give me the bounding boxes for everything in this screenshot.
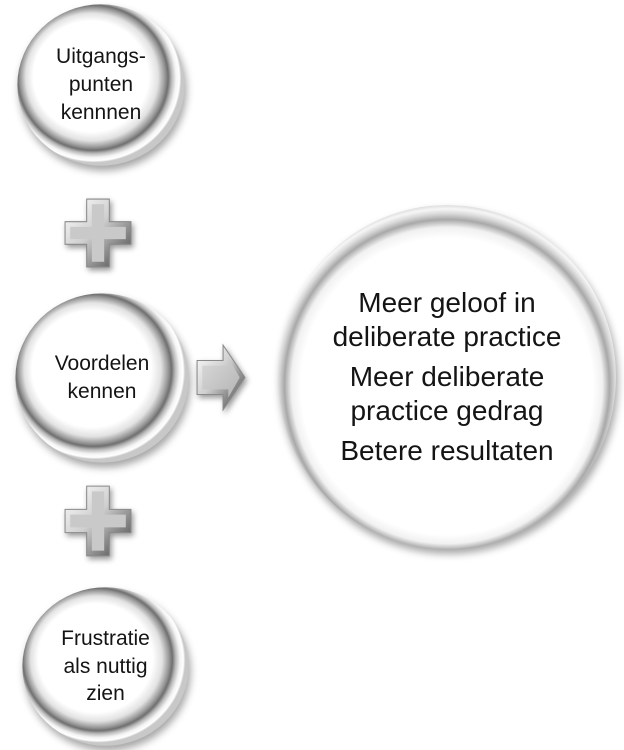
- circle-label: Voordelen kennen: [54, 352, 150, 403]
- circle-bevel-shape: [15, 293, 189, 463]
- circle-bevel-shape: [278, 205, 616, 549]
- outcome-text-block: Meer geloof in deliberate practice Meer …: [302, 279, 592, 475]
- circle-label: Frustratie als nuttig zien: [61, 626, 150, 706]
- arrow-operator: [195, 341, 247, 414]
- plus-icon: [64, 198, 132, 268]
- plus-icon: [64, 485, 132, 557]
- circle-label: Uitgangs- punten kennnen: [56, 45, 146, 124]
- plus-operator-2: [63, 484, 133, 558]
- outcome-line: Meer geloof in deliberate practice: [332, 287, 562, 352]
- plus-operator-1: [63, 197, 133, 269]
- input-circle-frustratie: Frustratie als nuttig zien: [21, 586, 190, 747]
- input-circle-uitgangspunten: Uitgangs- punten kennnen: [16, 3, 186, 167]
- block-arrow-right-icon: [196, 343, 246, 412]
- circle-bevel-shape: [17, 4, 185, 166]
- outcome-line: Betere resultaten: [340, 435, 554, 467]
- circle-bevel-shape: [22, 587, 189, 746]
- input-circle-voordelen: Voordelen kennen: [14, 292, 190, 464]
- outcome-line: Meer deliberate practice gedrag: [349, 361, 545, 426]
- outcome-circle: Meer geloof in deliberate practice Meer …: [276, 203, 618, 551]
